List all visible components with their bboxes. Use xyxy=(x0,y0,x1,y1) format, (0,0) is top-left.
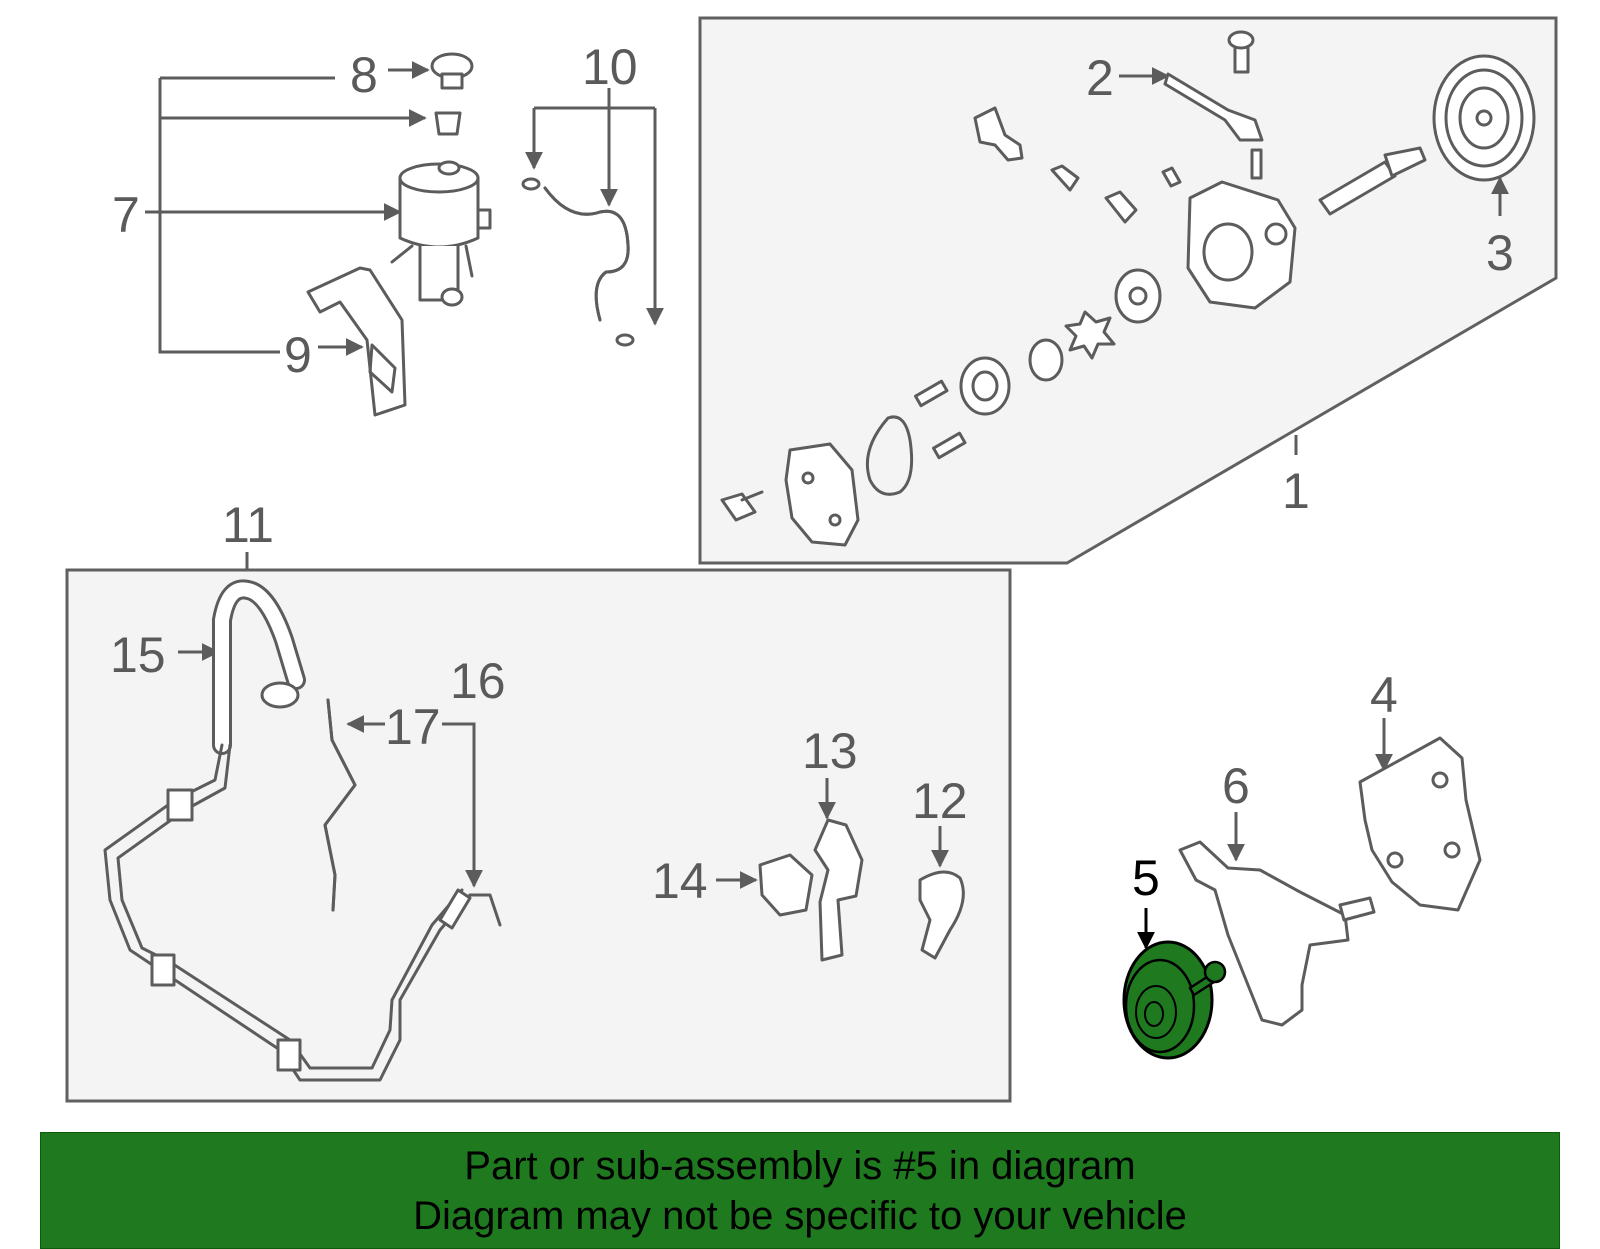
banner-line-2: Diagram may not be specific to your vehi… xyxy=(413,1193,1187,1238)
hose-assembly-box xyxy=(65,568,1012,1103)
hose-lines-group xyxy=(103,552,965,1082)
callout-1: 1 xyxy=(1282,463,1310,519)
callout-7: 7 xyxy=(112,187,140,243)
bracket-group xyxy=(1178,718,1482,1027)
callout-14: 14 xyxy=(652,853,708,909)
callout-11: 11 xyxy=(222,497,274,553)
banner-line-1: Part or sub-assembly is #5 in diagram xyxy=(464,1143,1136,1188)
callout-16: 16 xyxy=(450,653,506,709)
callout-4: 4 xyxy=(1370,667,1398,723)
callout-3: 3 xyxy=(1486,225,1514,281)
pump-parts xyxy=(720,30,1536,547)
callout-17: 17 xyxy=(385,699,441,755)
highlighted-pulley-part-5[interactable] xyxy=(1122,908,1227,1060)
return-hose-group xyxy=(521,88,664,347)
callout-8: 8 xyxy=(350,47,378,103)
callout-2: 2 xyxy=(1086,50,1114,106)
reservoir-group xyxy=(145,52,492,417)
info-banner: Part or sub-assembly is #5 in diagram Di… xyxy=(40,1132,1560,1249)
callout-15: 15 xyxy=(110,627,166,683)
callout-6: 6 xyxy=(1222,758,1250,814)
callout-10: 10 xyxy=(582,39,638,95)
callout-9: 9 xyxy=(284,327,312,383)
callout-13: 13 xyxy=(802,723,858,779)
callout-5: 5 xyxy=(1132,850,1160,906)
callout-12: 12 xyxy=(912,773,968,829)
